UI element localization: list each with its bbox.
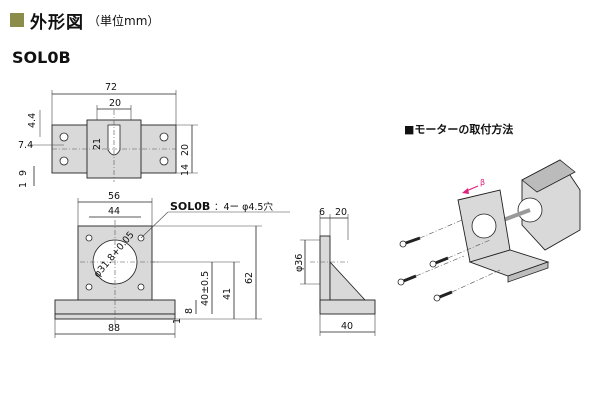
iso-label: β [480,178,485,187]
bracket-bore [471,213,497,239]
dim-20-right: 20 [180,144,191,156]
front-hole-3 [85,283,93,291]
top-hole-tr [159,132,169,142]
side-plate [319,235,331,309]
page-title: 外形図 [30,12,84,33]
install-illustration: β [397,159,581,302]
dim-9: 9 [18,170,29,176]
section-marker-icon [10,13,24,27]
front-hole-1 [85,234,93,242]
dim-4-4: 4.4 [27,113,38,128]
callout-spec: ：4ー φ4.5穴 [214,201,273,213]
screw-icon [397,274,417,286]
top-hole-bl [59,156,69,166]
front-hole-4 [137,283,145,291]
dim-72: 72 [105,82,117,93]
model-name: SOL0B [12,48,71,67]
dim-44: 44 [108,206,120,217]
side-base [319,299,376,315]
dim-62: 62 [244,272,255,284]
dim-6: 6 [319,207,325,218]
dim-41: 41 [222,288,233,300]
dim-phi36: φ36 [294,254,305,272]
side-rib [329,260,367,301]
dim-8: 8 [184,308,195,314]
unit-label: （単位mm） [88,13,160,28]
dim-1-front: 1 [172,318,183,324]
dim-56: 56 [108,191,120,202]
install-note: ■モーターの取付方法 [404,123,514,136]
callout-model: SOL0B [170,200,210,213]
top-view: 72 20 21 4.4 7.4 20 14 9 1 [18,82,198,188]
top-hole-br [159,156,169,166]
dim-40-side: 40 [341,321,353,332]
screw-icon [399,236,421,248]
side-view: 6 20 φ36 40 [294,207,376,336]
top-hole-tl [59,132,69,142]
dim-88: 88 [108,323,120,334]
front-view: φ31.8+0.05 56 44 88 62 41 40±0.5 8 1 SOL… [54,191,290,338]
dim-21: 21 [92,138,103,150]
dim-14: 14 [180,164,191,176]
dim-7-4: 7.4 [18,140,33,151]
header: 外形図 （単位mm） [10,8,160,33]
dim-1-top: 1 [18,182,29,188]
dim-20-side: 20 [335,207,347,218]
dim-40: 40±0.5 [200,271,211,306]
screw-icon [433,290,453,302]
screw-icon [429,256,449,268]
dim-20-top: 20 [109,98,121,109]
